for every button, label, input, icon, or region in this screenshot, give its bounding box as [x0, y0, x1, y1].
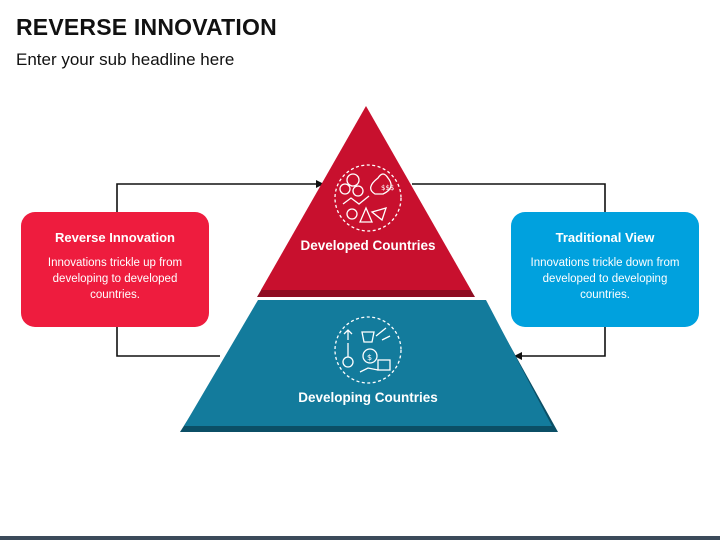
page-subtitle: Enter your sub headline here — [16, 50, 235, 69]
card-title: Traditional View — [555, 230, 655, 245]
pyramid-bottom-label: Developing Countries — [298, 390, 438, 405]
arrow-left-to-top — [116, 180, 324, 212]
card-description: Innovations trickle up from developing t… — [47, 257, 183, 301]
development-icon: $ — [334, 316, 402, 384]
card-description: Innovations trickle down from developed … — [530, 257, 680, 301]
reverse-innovation-card: Reverse Innovation Innovations trickle u… — [21, 212, 209, 327]
arrow-right-to-bottom — [514, 327, 606, 360]
svg-text:$$$: $$$ — [381, 184, 394, 192]
line-top-to-right — [412, 183, 606, 212]
money-growth-icon: $$$ — [334, 164, 402, 232]
traditional-view-card: Traditional View Innovations trickle dow… — [511, 212, 699, 327]
card-title: Reverse Innovation — [55, 230, 175, 245]
svg-text:$: $ — [367, 353, 372, 362]
line-left-to-bottom — [116, 327, 220, 357]
footer-bar — [0, 536, 720, 540]
page-title: REVERSE INNOVATION — [16, 14, 277, 40]
pyramid-top-label: Developed Countries — [300, 238, 436, 253]
